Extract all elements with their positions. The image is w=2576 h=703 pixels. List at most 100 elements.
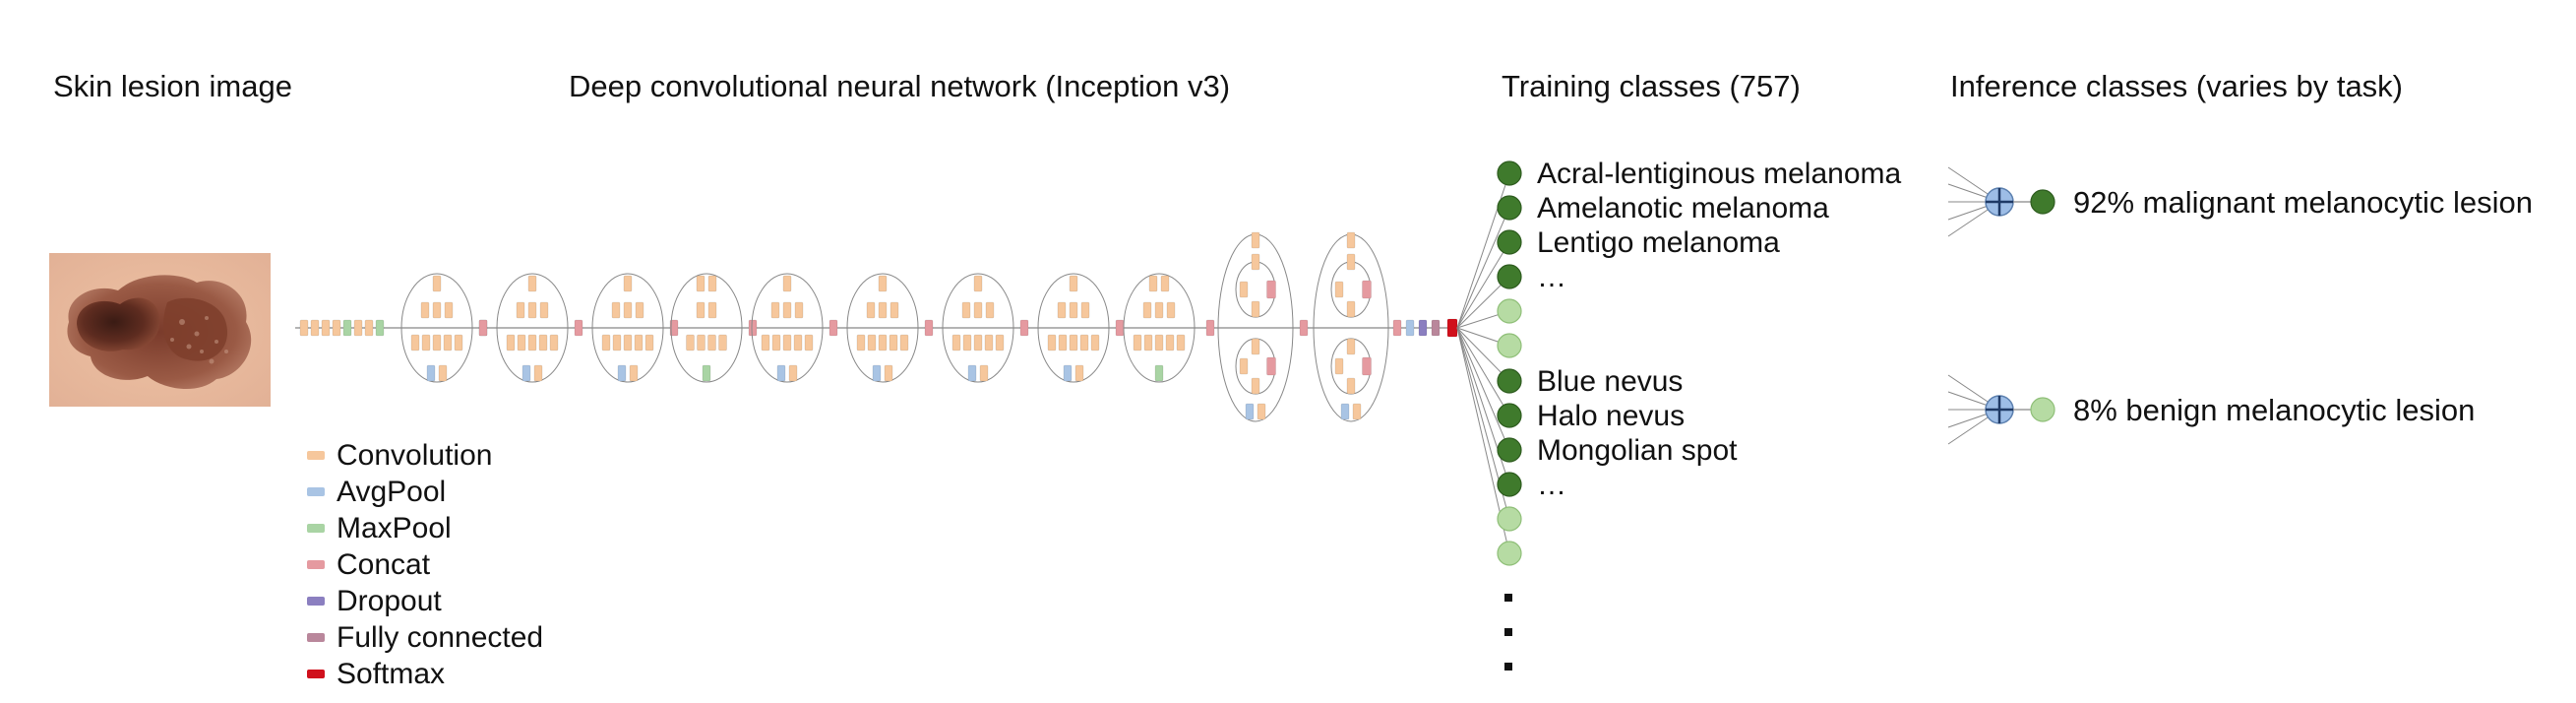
inception-module-outline — [942, 273, 1014, 383]
large-module-avgpool — [1245, 403, 1255, 420]
inception-pool-branch — [521, 364, 531, 382]
inception-conv-branch — [454, 334, 463, 352]
large-module-conv — [1239, 281, 1249, 298]
inception-conv-branch — [995, 334, 1005, 352]
inception-conv-mid — [623, 301, 633, 319]
legend-item-convolution: Convolution — [307, 437, 543, 474]
inception-conv-mid — [611, 301, 621, 319]
inception-conv-mid — [782, 301, 792, 319]
large-module-conv — [1346, 377, 1356, 395]
inception-conv-mid — [420, 301, 430, 319]
stem-layer — [299, 319, 309, 337]
training-class-node — [1497, 229, 1522, 255]
concat-block — [1019, 319, 1029, 337]
legend-label: AvgPool — [337, 475, 447, 508]
stem-layer — [353, 319, 363, 337]
inception-conv-mid — [1069, 301, 1078, 319]
inception-conv-top — [527, 275, 537, 292]
inception-conv-mid — [866, 301, 876, 319]
inception-conv-mid — [794, 301, 804, 319]
inception-conv-mid — [973, 301, 983, 319]
training-class-node — [1497, 264, 1522, 289]
training-header: Training classes (757) — [1502, 69, 1801, 103]
inception-module-outline — [591, 273, 664, 383]
inception-pool-branch — [884, 364, 893, 382]
inception-conv-branch — [1176, 334, 1186, 352]
inception-pool-branch — [1063, 364, 1073, 382]
fully-connected-block — [1431, 319, 1441, 337]
inception-conv-branch — [1047, 334, 1057, 352]
stem-layer — [364, 319, 374, 337]
softmax-fanout-line — [1456, 241, 1510, 329]
training-class-label: Acral-lentiginous melanoma — [1537, 158, 1902, 190]
legend-label: Convolution — [337, 438, 493, 472]
inception-pool-branch — [776, 364, 786, 382]
training-class-label: Lentigo melanoma — [1537, 226, 1780, 259]
legend-item-concat: Concat — [307, 546, 543, 583]
stem-layer — [321, 319, 331, 337]
inception-conv-branch — [962, 334, 972, 352]
inception-conv-mid — [985, 301, 995, 319]
inception-conv-branch — [443, 334, 453, 352]
inception-conv-branch — [634, 334, 644, 352]
inception-pool-branch — [788, 364, 798, 382]
inception-conv-branch — [951, 334, 961, 352]
inception-pool-branch — [629, 364, 639, 382]
inception-conv-branch — [1133, 334, 1142, 352]
inception-conv-mid — [1142, 301, 1152, 319]
fully-connected-swatch — [307, 633, 325, 642]
inception-module-outline — [496, 273, 569, 383]
inception-conv-branch — [644, 334, 654, 352]
training-class-node — [1497, 472, 1522, 497]
large-module-conv — [1346, 231, 1356, 249]
training-class-label: … — [1537, 469, 1566, 501]
large-module-conv — [1239, 357, 1249, 375]
inference-class-malignant: 92% malignant melanocytic lesion — [2073, 185, 2533, 220]
inference-class-node — [2030, 397, 2055, 422]
inception-conv-mid — [961, 301, 971, 319]
inception-pool-branch — [1074, 364, 1084, 382]
inception-conv-top — [707, 275, 717, 292]
inception-conv-branch — [421, 334, 431, 352]
concat-block — [1115, 319, 1125, 337]
training-class-node — [1497, 333, 1522, 358]
skin-lesion-image — [49, 253, 271, 407]
inception-conv-top — [878, 275, 888, 292]
softmax-swatch — [307, 670, 325, 678]
legend-label: MaxPool — [337, 511, 452, 544]
training-class-node — [1497, 506, 1522, 532]
large-module-avgpool — [1340, 403, 1350, 420]
training-class-label: Mongolian spot — [1537, 434, 1738, 467]
inception-conv-branch — [878, 334, 888, 352]
inception-conv-branch — [973, 334, 983, 352]
inception-module-outline — [751, 273, 824, 383]
large-module-conv — [1251, 338, 1260, 355]
inception-conv-branch — [1143, 334, 1153, 352]
large-module-conv — [1346, 300, 1356, 318]
inception-conv-mid — [444, 301, 454, 319]
stem-layer — [332, 319, 341, 337]
concat-block — [924, 319, 934, 337]
inception-conv-top — [696, 275, 705, 292]
legend-item-maxpool: MaxPool — [307, 510, 543, 546]
inception-conv-mid — [878, 301, 888, 319]
legend-item-fully-connected: Fully connected — [307, 619, 543, 656]
inception-conv-top — [1148, 275, 1158, 292]
inception-conv-branch — [697, 334, 705, 352]
inception-conv-branch — [804, 334, 814, 352]
inception-conv-mid — [770, 301, 780, 319]
inception-conv-mid — [516, 301, 525, 319]
inception-conv-mid — [635, 301, 644, 319]
inception-conv-branch — [856, 334, 866, 352]
inception-module-outline — [1037, 273, 1110, 383]
ellipsis-dot — [1504, 663, 1512, 671]
inception-conv-branch — [612, 334, 622, 352]
concat-block — [748, 319, 758, 337]
inception-conv-branch — [782, 334, 792, 352]
inception-conv-branch — [761, 334, 770, 352]
large-module-conv — [1352, 403, 1362, 420]
dropout-swatch — [307, 597, 325, 606]
inception-conv-branch — [1154, 334, 1164, 352]
inception-pool-branch — [426, 364, 436, 382]
